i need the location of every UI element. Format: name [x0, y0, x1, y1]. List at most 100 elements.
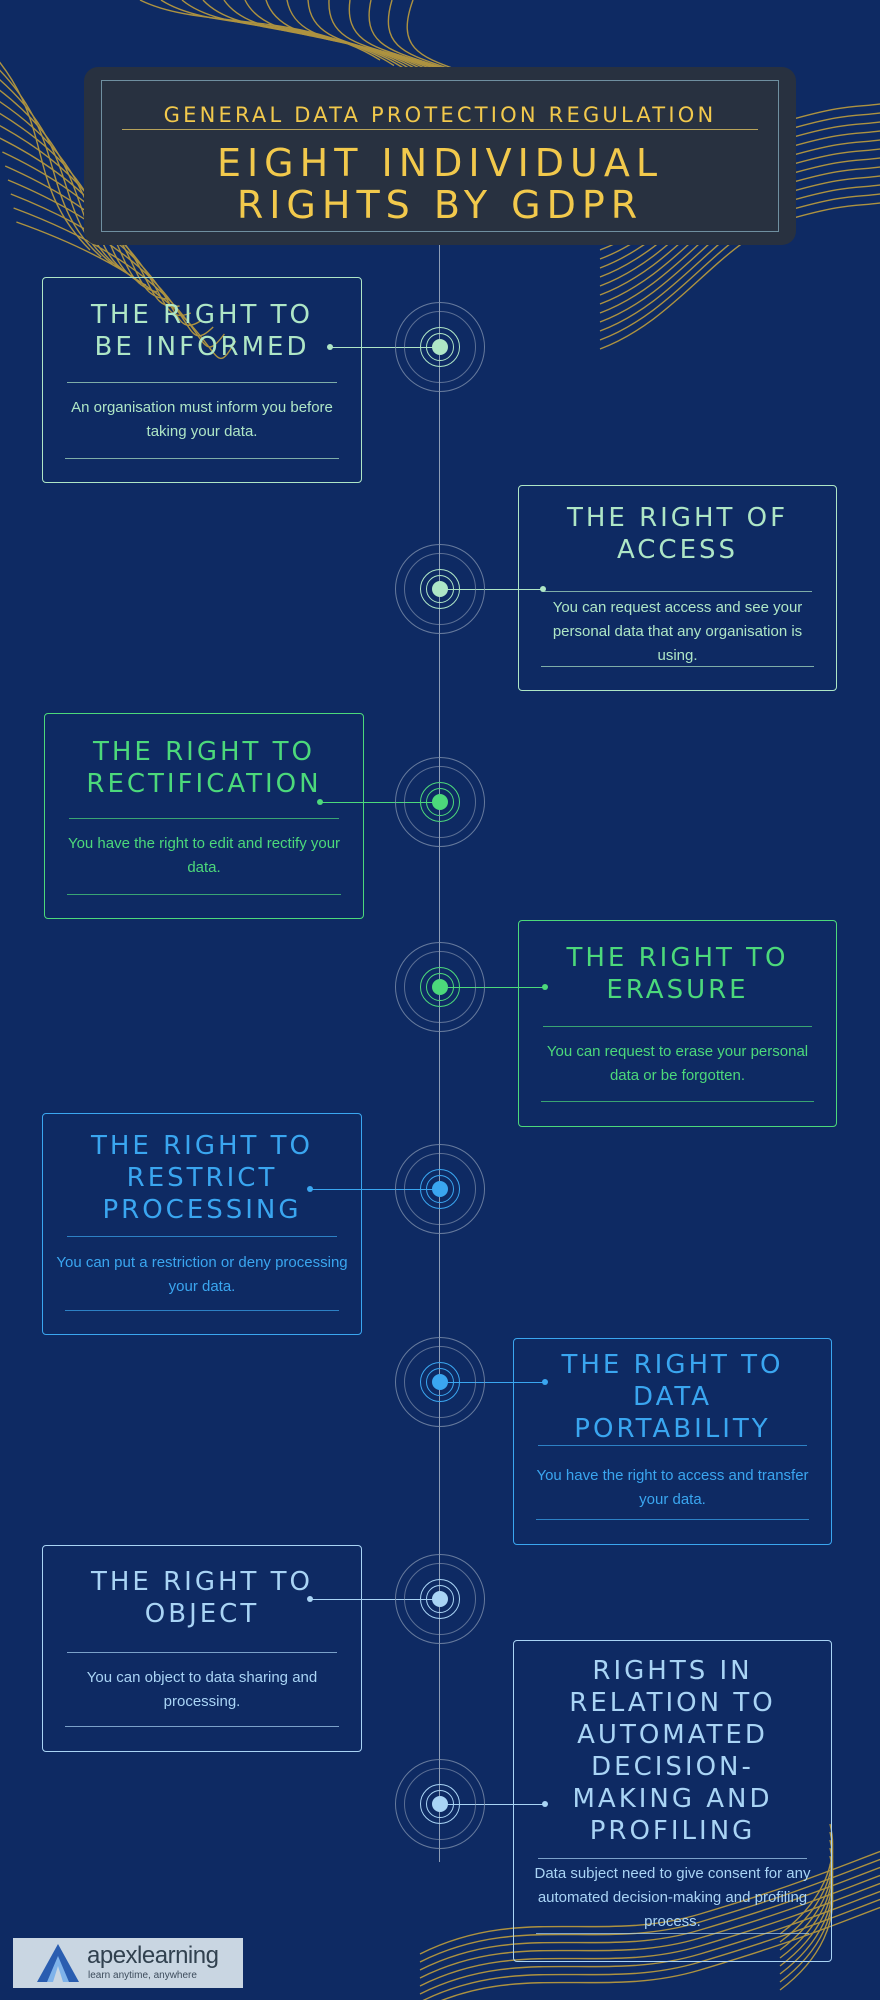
right-description: You have the right to edit and rectify y… [67, 835, 341, 876]
timeline-node-ring [404, 951, 476, 1023]
right-description: You have the right to access and transfe… [536, 1467, 809, 1508]
page-title-line-1: EIGHT INDIVIDUAL [216, 141, 664, 185]
right-title-line: RIGHTS IN [592, 1656, 753, 1686]
timeline-connector [440, 1804, 545, 1805]
timeline-connector [310, 1189, 440, 1190]
right-title-line: OBJECT [144, 1599, 260, 1629]
apex-triangle-logo-icon [37, 1944, 79, 1982]
timeline-node-ring [426, 973, 454, 1001]
right-divider-bottom [65, 1310, 339, 1311]
right-title-line: PORTABILITY [574, 1414, 771, 1444]
timeline-node-ring [420, 1169, 460, 1209]
right-divider-bottom [541, 1101, 814, 1102]
timeline-node-ring [404, 553, 476, 625]
right-divider [67, 1236, 337, 1237]
timeline-node-ring [395, 942, 485, 1032]
connector-dot [540, 586, 546, 592]
right-title-line: PROFILING [589, 1816, 756, 1846]
connector-dot [542, 1801, 548, 1807]
right-title-line: RESTRICT [126, 1163, 278, 1193]
timeline-node-ring [420, 782, 460, 822]
timeline-connector [310, 1599, 440, 1600]
right-description: Data subject need to give consent for an… [534, 1865, 811, 1930]
connector-dot [307, 1596, 313, 1602]
right-description: An organisation must inform you before t… [71, 399, 333, 440]
timeline-node-ring [420, 569, 460, 609]
timeline-node-core [432, 794, 448, 810]
right-description: You can put a restriction or deny proces… [56, 1254, 348, 1295]
apexlearning-logo: apexlearning learn anytime, anywhere [13, 1938, 243, 1988]
timeline-node-ring [426, 575, 454, 603]
timeline-node-ring [404, 766, 476, 838]
right-title-line: MAKING AND [572, 1784, 773, 1814]
right-title-line: DATA [633, 1382, 712, 1412]
timeline-node-ring [404, 311, 476, 383]
timeline-node-ring [395, 1554, 485, 1644]
timeline-node-ring [395, 302, 485, 392]
timeline-node-ring [420, 327, 460, 367]
right-title-line: DECISION- [591, 1752, 754, 1782]
connector-dot [327, 344, 333, 350]
right-title-line: THE RIGHT OF [566, 503, 789, 533]
timeline-node-ring [420, 1579, 460, 1619]
timeline-connector [330, 347, 440, 348]
page-title: EIGHT INDIVIDUAL RIGHTS BY GDPR [102, 142, 778, 226]
right-divider-bottom [67, 894, 341, 895]
right-divider [538, 1445, 807, 1446]
right-title-line: ACCESS [616, 535, 739, 565]
timeline-node-core [432, 1591, 448, 1607]
right-title-line: RELATION TO [569, 1688, 776, 1718]
timeline-node-ring [404, 1768, 476, 1840]
timeline-node-ring [404, 1153, 476, 1225]
right-title-line: THE RIGHT TO [561, 1350, 784, 1380]
right-divider [543, 1026, 812, 1027]
right-title-line: THE RIGHT TO [566, 943, 789, 973]
right-divider-bottom [536, 1933, 809, 1934]
timeline-node-core [432, 1181, 448, 1197]
right-title-line: THE RIGHT TO [90, 1131, 314, 1161]
timeline-node-ring [426, 1175, 454, 1203]
right-title-line: THE RIGHT TO [90, 1567, 314, 1597]
right-title-line: THE RIGHT TO [92, 737, 316, 767]
right-divider-bottom [541, 666, 814, 667]
right-divider [69, 818, 339, 819]
timeline-node-ring [395, 1144, 485, 1234]
timeline-node-ring [420, 1784, 460, 1824]
logo-tagline: learn anytime, anywhere [88, 1970, 197, 1981]
logo-name: apexlearning [87, 1942, 219, 1969]
timeline-node-core [432, 339, 448, 355]
right-title-line: THE RIGHT TO [90, 300, 314, 330]
timeline-node-core [432, 581, 448, 597]
timeline-node-ring [404, 1563, 476, 1635]
right-divider-bottom [65, 458, 339, 459]
right-divider [67, 1652, 337, 1653]
timeline-node-ring [420, 967, 460, 1007]
header-frame: GENERAL DATA PROTECTION REGULATION EIGHT… [101, 80, 779, 232]
timeline-node-ring [426, 1368, 454, 1396]
timeline-line [439, 232, 440, 1862]
timeline-node-core [432, 979, 448, 995]
timeline-node-core [432, 1796, 448, 1812]
timeline-node-ring [426, 1790, 454, 1818]
timeline-connector [440, 1382, 545, 1383]
timeline-node-ring [395, 1759, 485, 1849]
timeline-connector [320, 802, 440, 803]
right-description: You can request access and see your pers… [552, 599, 803, 664]
connector-dot [542, 1379, 548, 1385]
timeline-connector [440, 987, 545, 988]
right-divider-bottom [536, 1519, 809, 1520]
